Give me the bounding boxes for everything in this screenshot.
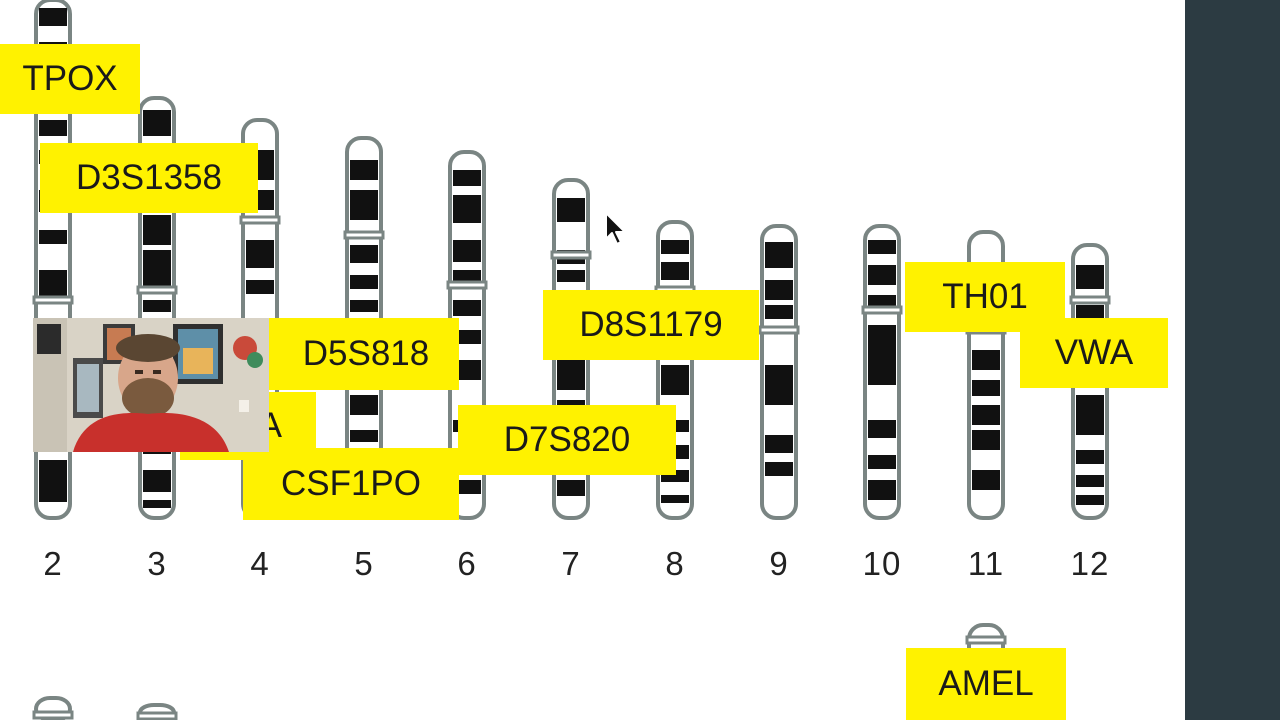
chromosome-band <box>143 500 171 508</box>
str-label-d3s1358: D3S1358 <box>40 143 258 213</box>
chromosome-band <box>246 280 274 294</box>
chromosome-band <box>661 262 689 280</box>
centromere <box>758 325 800 335</box>
chromosome-band <box>350 160 378 180</box>
chromosome-band <box>453 480 481 494</box>
chromosome-band <box>661 240 689 254</box>
centromere <box>239 215 281 225</box>
chromosome-band <box>765 462 793 476</box>
chromosome-band <box>453 195 481 223</box>
chromosome-band <box>453 170 481 186</box>
chromosome-band <box>661 495 689 503</box>
chromosome-band <box>350 395 378 415</box>
centromere <box>1069 295 1111 305</box>
chromosome-band <box>143 300 171 312</box>
chromosome-number-3: 3 <box>147 545 167 582</box>
str-label-vwa: VWA <box>1020 318 1168 388</box>
chromosome-number-4: 4 <box>250 545 270 582</box>
chromosome-band <box>1076 265 1104 289</box>
chromosome-band <box>39 270 67 300</box>
chromosome-band <box>765 280 793 300</box>
chromosome-band <box>1076 450 1104 464</box>
chromosome-band <box>1076 475 1104 487</box>
centromere <box>32 710 74 720</box>
chromosome-band <box>453 300 481 316</box>
chromosome-number-5: 5 <box>354 545 374 582</box>
chromosome-band <box>39 120 67 136</box>
chromosome-band <box>39 460 67 490</box>
chromosome-band <box>453 240 481 262</box>
chromosome-band <box>972 350 1000 370</box>
chromosome-ideogram <box>136 703 178 720</box>
chromosome-ideogram <box>861 224 903 520</box>
str-label-d8s1179: D8S1179 <box>543 290 759 360</box>
chromosome-band <box>453 330 481 344</box>
chromosome-number-7: 7 <box>561 545 581 582</box>
chromosome-ideogram <box>758 224 800 520</box>
chromosome-band <box>143 215 171 245</box>
chromosome-number-6: 6 <box>457 545 477 582</box>
centromere <box>32 295 74 305</box>
presenter-video-icon <box>33 318 269 452</box>
right-side-panel <box>1185 0 1280 720</box>
chromosome-band <box>246 240 274 268</box>
chromosome-band <box>765 365 793 405</box>
chromosome-band <box>972 470 1000 490</box>
centromere <box>136 711 178 720</box>
presenter-webcam-overlay <box>33 318 269 452</box>
chromosome-band <box>557 480 585 496</box>
chromosome-band <box>39 8 67 26</box>
chromosome-band <box>765 305 793 319</box>
chromosome-band <box>868 455 896 469</box>
chromosome-band <box>350 275 378 289</box>
chromosome-number-9: 9 <box>769 545 789 582</box>
chromosome-band <box>868 240 896 254</box>
chromosome-band <box>1076 395 1104 435</box>
chromosome-number-11: 11 <box>967 545 1005 582</box>
str-label-tpox: TPOX <box>0 44 140 114</box>
chromosome-band <box>143 470 171 492</box>
chromosome-number-2: 2 <box>43 545 63 582</box>
str-label-d7s820: D7S820 <box>458 405 676 475</box>
chromosome-band <box>868 325 896 385</box>
chromosome-band <box>868 265 896 285</box>
centromere <box>136 285 178 295</box>
chromosome-band <box>143 250 171 290</box>
chromosome-band <box>453 360 481 380</box>
chromosome-band <box>350 300 378 312</box>
chromosome-band <box>1076 305 1104 319</box>
chromosome-band <box>557 270 585 282</box>
centromere <box>446 280 488 290</box>
centromere <box>861 305 903 315</box>
chromosome-ideogram <box>32 696 74 720</box>
chromosome-band <box>350 190 378 220</box>
chromosome-band <box>868 420 896 438</box>
centromere <box>550 250 592 260</box>
str-label-csf1po: CSF1PO <box>243 448 459 520</box>
chromosome-band <box>972 430 1000 450</box>
chromosome-band <box>39 490 67 502</box>
chromosome-band <box>765 435 793 453</box>
chromosome-band <box>661 365 689 395</box>
centromere <box>343 230 385 240</box>
chromosome-band <box>557 360 585 390</box>
chromosome-number-10: 10 <box>862 545 902 582</box>
centromere <box>965 635 1007 645</box>
chromosome-number-8: 8 <box>665 545 685 582</box>
chromosome-band <box>868 480 896 500</box>
chromosome-band <box>972 405 1000 425</box>
mouse-pointer-icon <box>605 212 626 245</box>
chromosome-band <box>1076 495 1104 505</box>
chromosome-number-12: 12 <box>1070 545 1110 582</box>
chromosome-band <box>350 430 378 442</box>
chromosome-band <box>350 245 378 263</box>
chromosome-band <box>143 110 171 136</box>
str-label-amel: AMEL <box>906 648 1066 720</box>
chromosome-band <box>557 198 585 222</box>
chromosome-band <box>765 242 793 268</box>
str-label-d5s818: D5S818 <box>243 318 459 390</box>
chromosome-band <box>39 230 67 244</box>
chromosome-band <box>972 380 1000 396</box>
